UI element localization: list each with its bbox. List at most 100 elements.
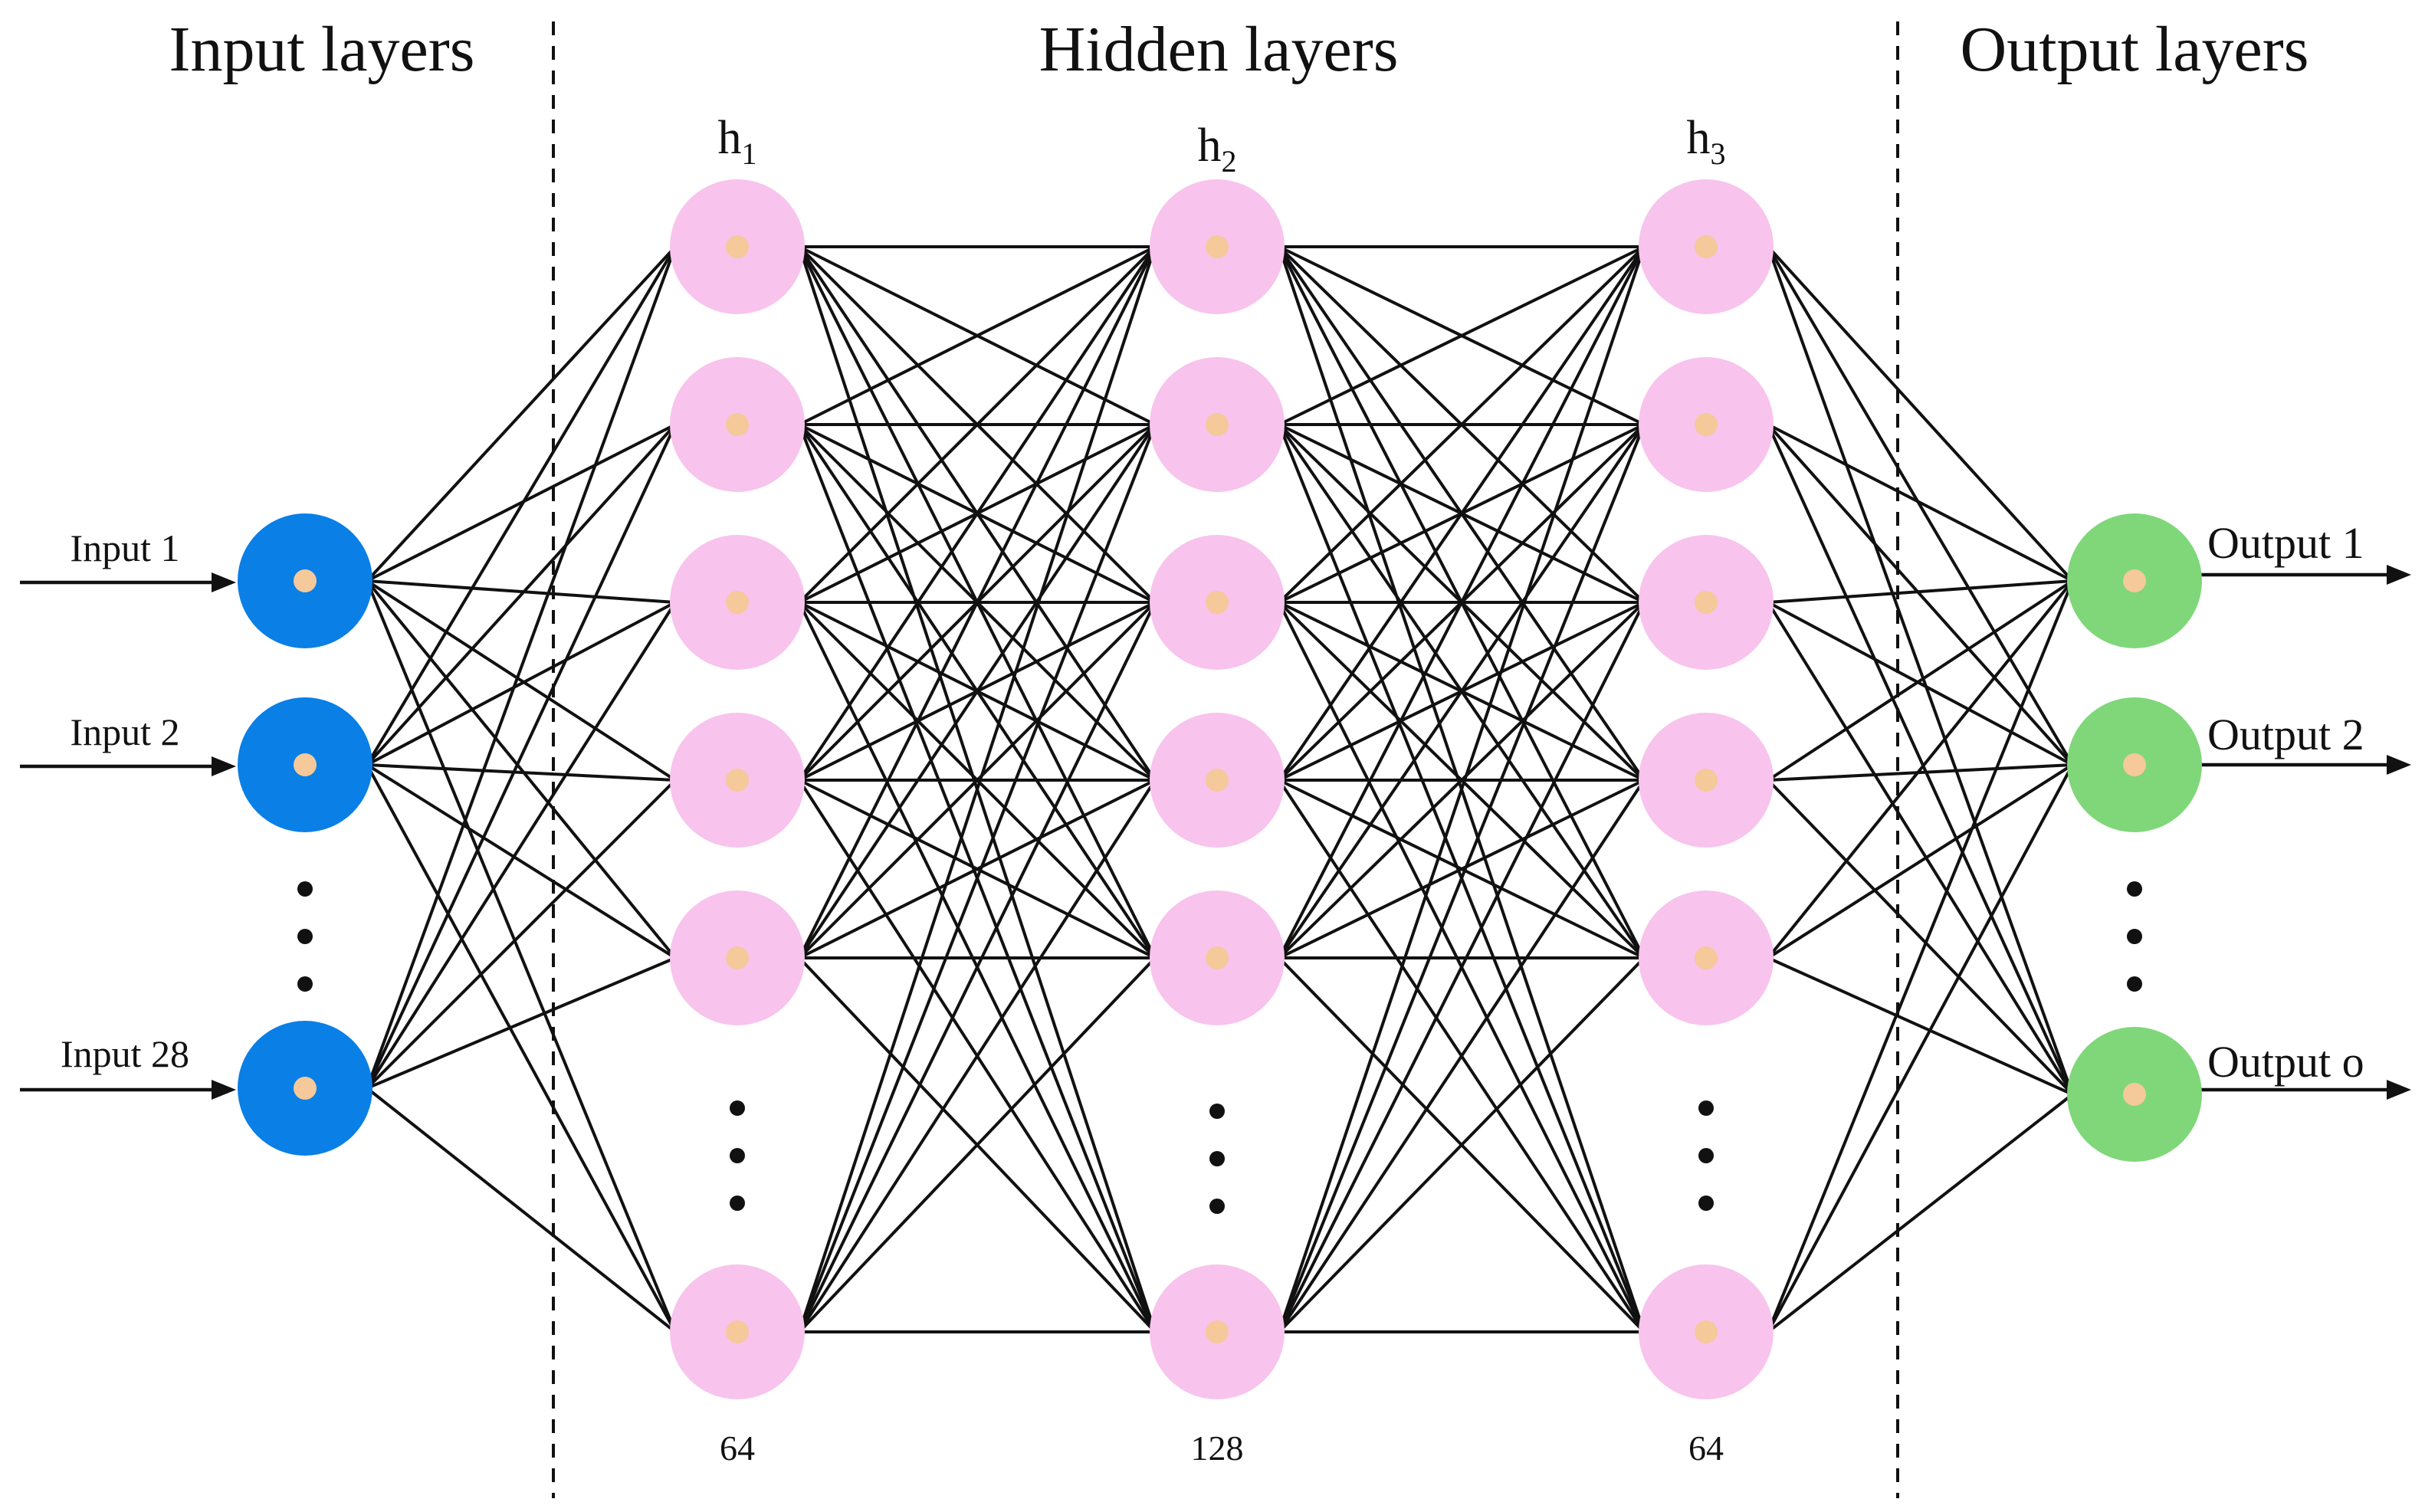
edge-input-2-to-h1-2 [366, 601, 677, 1090]
edge-h2-3-to-h3-0 [1278, 245, 1646, 782]
neuron-center [726, 769, 749, 792]
neuron-center [294, 1077, 317, 1100]
output-o-label: Output o [2207, 1037, 2364, 1087]
edge-h1-2-to-h2-0 [798, 245, 1157, 604]
edge-input-1-to-h1-3 [366, 763, 676, 782]
h3-node-6 [1639, 1264, 1774, 1399]
edge-h1-3-to-h2-0 [798, 245, 1157, 782]
arrow-head-icon [2387, 755, 2411, 775]
input-node-3 [238, 1021, 372, 1156]
edge-h3-3-to-output-0 [1767, 579, 2074, 782]
neuron-center [726, 235, 749, 258]
edge-h1-5-to-h2-1 [798, 424, 1157, 1333]
arrow-head-icon [2387, 1080, 2411, 1100]
hidden-layer-1-size: 64 [720, 1428, 755, 1468]
hidden-layer-1-symbol: h [718, 112, 742, 164]
edge-h1-1-to-h2-0 [799, 245, 1156, 426]
edge-input-1-to-h1-5 [366, 764, 677, 1333]
output-o-arrow [2201, 1080, 2411, 1100]
edge-h3-1-to-output-0 [1767, 423, 2073, 582]
h1-ellipsis-dot-2 [730, 1148, 745, 1163]
hidden-layer-2-label: h2 [1198, 120, 1237, 179]
h3-ellipsis-dot-2 [1698, 1148, 1714, 1163]
output-2-label: Output 2 [2207, 710, 2364, 759]
hidden-layer-2-size: 128 [1191, 1428, 1244, 1468]
input-1-arrow [20, 572, 236, 592]
edge-h3-2-to-output-1 [1767, 601, 2073, 766]
h2-node-5 [1150, 890, 1285, 1025]
output-node-3 [2067, 1027, 2202, 1162]
edge-h3-1-to-output-2 [1767, 424, 2074, 1095]
input-ellipsis-dot-3 [297, 976, 313, 992]
neuron-center [726, 1320, 749, 1343]
edge-h3-1-to-output-1 [1767, 423, 2074, 766]
io-arrows [20, 565, 2411, 1100]
edge-input-2-to-h1-1 [366, 424, 677, 1089]
edge-h3-4-to-output-1 [1767, 763, 2074, 959]
edge-input-0-to-h1-2 [366, 579, 676, 604]
neuron-center [1695, 769, 1718, 792]
edge-h2-1-to-h3-0 [1278, 245, 1645, 426]
input-28-arrow [20, 1080, 236, 1100]
neuron-center [1695, 946, 1718, 969]
neuron-center [2123, 569, 2146, 592]
arrow-head-icon [212, 572, 236, 592]
h2-node-4 [1150, 713, 1285, 848]
input-2-arrow [20, 756, 236, 776]
connection-edges [366, 245, 2074, 1333]
output-node-2 [2067, 697, 2202, 832]
arrow-head-icon [212, 1080, 236, 1100]
output-ellipsis-dot-2 [2127, 929, 2142, 944]
edge-h1-5-to-h2-0 [798, 246, 1157, 1333]
output-1-label: Output 1 [2207, 518, 2364, 568]
h1-node-2 [670, 357, 805, 492]
edge-h3-3-to-output-2 [1767, 779, 2074, 1096]
neuron-center [1206, 235, 1229, 258]
edge-h3-4-to-output-2 [1767, 956, 2073, 1096]
edge-h2-4-to-h3-3 [1278, 779, 1645, 959]
edge-input-0-to-h1-0 [366, 245, 677, 582]
edge-input-0-to-h1-3 [366, 579, 677, 782]
hidden-layer-3-size: 64 [1688, 1428, 1724, 1468]
hidden-layer-1-index: 1 [742, 136, 757, 171]
input-1-label: Input 1 [70, 526, 179, 569]
edge-h2-5-to-h3-0 [1278, 246, 1646, 1333]
input-layers-title: Input layers [169, 14, 475, 85]
output-ellipsis-dot-3 [2127, 976, 2142, 992]
hidden-layer-3-index: 3 [1711, 136, 1726, 171]
edge-h1-4-to-h2-0 [798, 246, 1157, 959]
input-ellipsis-dot-1 [297, 881, 313, 897]
edge-input-2-to-h1-0 [366, 246, 677, 1089]
edge-h1-5-to-h2-3 [798, 779, 1157, 1333]
h3-node-2 [1639, 357, 1774, 492]
h2-ellipsis-dot-1 [1209, 1104, 1225, 1119]
edge-h2-4-to-h3-1 [1278, 423, 1646, 959]
h1-node-6 [670, 1264, 805, 1399]
hidden-layer-3-label: h3 [1687, 112, 1726, 171]
h1-node-4 [670, 713, 805, 848]
edge-input-1-to-h1-1 [366, 423, 677, 766]
neuron-center [294, 569, 317, 592]
output-2-arrow [2201, 755, 2411, 775]
h2-ellipsis-dot-3 [1209, 1199, 1225, 1214]
neuron-center [2123, 1083, 2146, 1106]
hidden-layer-2-index: 2 [1222, 144, 1237, 179]
edge-h3-2-to-output-2 [1767, 601, 2074, 1096]
neuron-center [726, 413, 749, 436]
edge-h2-5-to-h3-4 [1278, 956, 1646, 1333]
edge-h3-0-to-output-1 [1767, 245, 2074, 766]
input-node-2 [238, 697, 372, 832]
input-node-1 [238, 513, 372, 648]
edge-h1-5-to-h2-4 [798, 956, 1157, 1333]
h2-node-6 [1150, 1264, 1285, 1399]
input-ellipsis-dot-2 [297, 929, 313, 944]
arrow-head-icon [212, 756, 236, 776]
edge-h3-0-to-output-2 [1767, 246, 2074, 1095]
edge-input-1-to-h1-2 [366, 601, 676, 766]
neuron-center [1206, 1320, 1229, 1343]
edge-input-2-to-h1-5 [366, 1087, 677, 1333]
neuron-center [2123, 753, 2146, 776]
neuron-center [1206, 591, 1229, 614]
neurons [238, 179, 2202, 1399]
edge-h1-4-to-h2-3 [799, 779, 1156, 959]
